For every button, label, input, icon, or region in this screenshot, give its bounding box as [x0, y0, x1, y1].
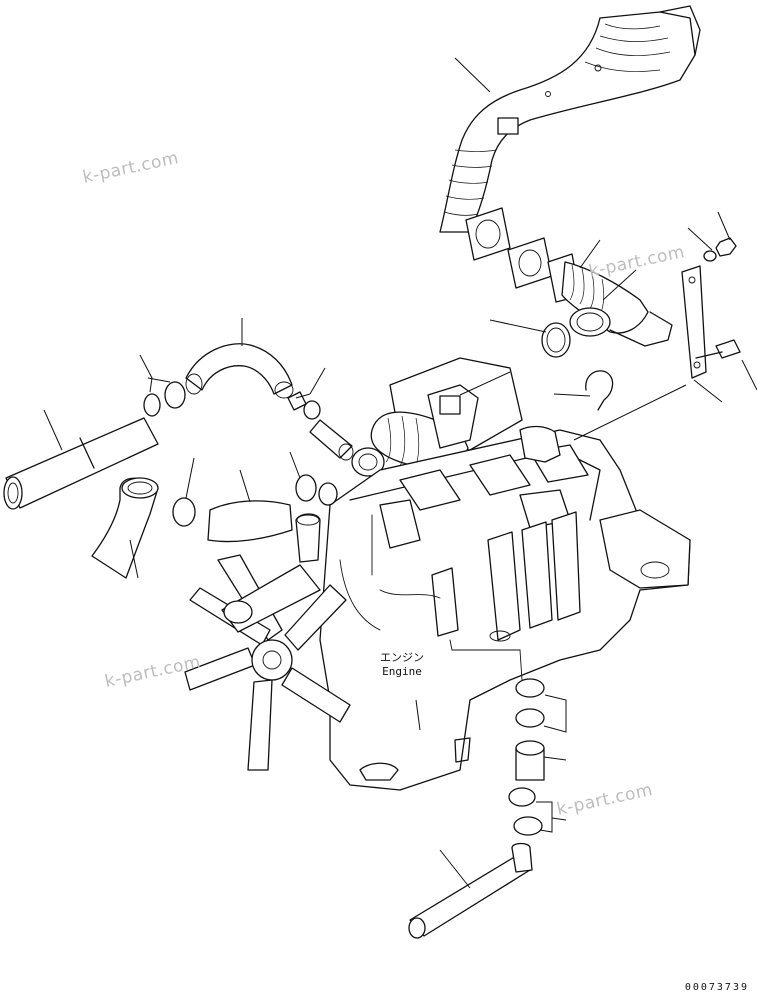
- curved-hose: [185, 343, 294, 399]
- connector-pipe: [309, 419, 354, 461]
- upper-intake-duct: [439, 5, 701, 233]
- gasket: [507, 237, 553, 289]
- washer: [703, 250, 717, 262]
- hose-clamp: [318, 482, 338, 506]
- leader-lines: [43, 57, 757, 889]
- nut: [715, 237, 737, 257]
- hose-clamp: [295, 474, 317, 502]
- flex-duct: [547, 253, 673, 347]
- hose-clamp: [303, 400, 321, 420]
- u-bracket: [585, 370, 614, 411]
- engine-label-english: Engine: [382, 665, 422, 678]
- engine-label: エンジン Engine: [380, 651, 424, 679]
- lower-tube-assembly: [408, 639, 545, 939]
- duct-flange: [465, 207, 511, 261]
- cooling-fan: [184, 554, 351, 771]
- engine-block: [295, 425, 691, 791]
- hose-clamp: [172, 497, 196, 527]
- engine-label-japanese: エンジン: [380, 651, 424, 664]
- clamp-ring: [541, 322, 571, 358]
- hose-clamp: [143, 393, 161, 417]
- drawing-number: 00073739: [684, 982, 749, 993]
- left-intake-pipe: [3, 417, 159, 510]
- elbow-pipe: [91, 477, 159, 579]
- bolt: [695, 339, 741, 359]
- straight-hose: [207, 500, 293, 543]
- hose-clamp: [164, 381, 186, 409]
- support-bracket: [681, 265, 707, 379]
- air-cleaner: [351, 357, 523, 477]
